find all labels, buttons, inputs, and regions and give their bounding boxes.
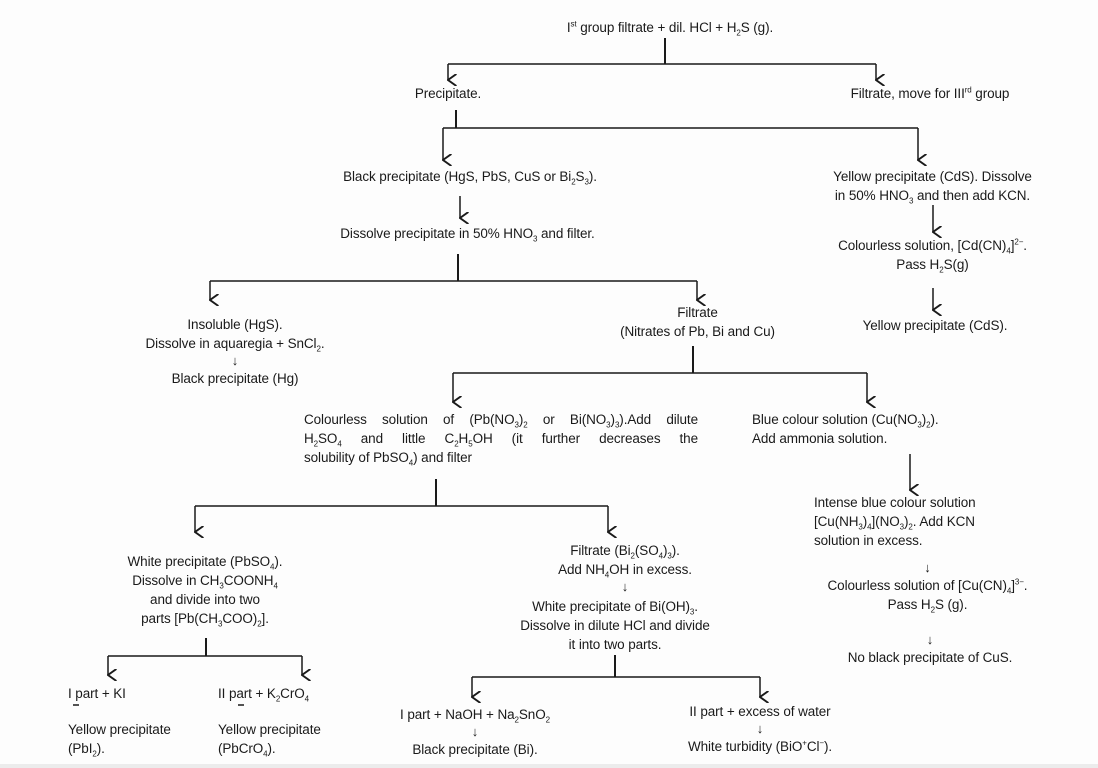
node-filtrate-nitrates: Filtrate (Nitrates of Pb, Bi and Cu) (590, 303, 805, 341)
node-blue-cu-line2: Add ammonia solution. (752, 431, 888, 446)
node-pb-part1-result-line2: (PbI2). (68, 741, 105, 759)
node-white-bioh3-line2: Dissolve in dilute HCl and divide (520, 618, 710, 633)
node-colourless-pb-bi-line1: Colourless solution of (Pb(NO3)2 or Bi(N… (304, 412, 698, 430)
node-blue-cu-line1: Blue colour solution (Cu(NO3)2). (752, 412, 939, 430)
node-colourless-cu-line2: Pass H2S (g). (887, 597, 968, 615)
node-black-precipitate: Black precipitate (HgS, PbS, CuS or Bi2S… (300, 167, 640, 186)
node-colourless-pb-bi: Colourless solution of (Pb(NO3)2 or Bi(N… (304, 410, 698, 467)
page-bottom-edge (0, 764, 1098, 768)
node-intense-blue: Intense blue colour solution [Cu(NH3)4](… (814, 493, 1044, 550)
node-colourless-cd-line2: Pass H2S(g) (896, 257, 969, 275)
node-white-turbidity-text: White turbidity (BiO+Cl−). (687, 738, 833, 754)
node-no-black-cus: ↓ No black precipitate of CuS. (800, 632, 1060, 667)
arrow-down-icon: ↓ (756, 721, 764, 736)
node-colourless-pb-bi-line2: H2SO4 and little C2H5OH (it further decr… (304, 431, 699, 449)
node-intense-blue-line3: solution in excess. (814, 533, 923, 548)
node-filtrate-group3: Filtrate, move for IIIrd group (810, 84, 1050, 103)
node-insoluble-hgs-line2: Dissolve in aquaregia + SnCl2. (145, 336, 325, 354)
node-yellow-cds-line1: Yellow precipitate (CdS). Dissolve (833, 169, 1032, 184)
arrow-down-icon: ↓ (926, 632, 934, 647)
arrow-down-icon: ↓ (471, 724, 479, 739)
node-dissolve-hno3: Dissolve precipitate in 50% HNO3 and fil… (300, 224, 635, 243)
node-pb-part1-result: Yellow precipitate (PbI2). (68, 720, 171, 758)
node-black-hg-text: Black precipitate (Hg) (171, 371, 299, 386)
node-white-pbso4-line2: Dissolve in CH3COONH4 (132, 573, 278, 591)
node-white-bioh3-line1: White precipitate of Bi(OH)3. (532, 599, 698, 617)
node-bi-part1-text: I part + NaOH + Na2SnO2 (400, 707, 550, 725)
node-blue-cu: Blue colour solution (Cu(NO3)2). Add amm… (752, 410, 1012, 448)
node-filtrate-nitrates-line2: (Nitrates of Pb, Bi and Cu) (620, 324, 775, 339)
node-yellow-cds-final: Yellow precipitate (CdS). (820, 316, 1050, 335)
node-start: Ist group filtrate + dil. HCl + H2S (g). (560, 18, 780, 37)
node-white-pbso4-line4: parts [Pb(CH3COO)2]. (141, 611, 269, 629)
node-filtrate-bi: Filtrate (Bi2(SO4)3). Add NH4OH in exces… (500, 541, 750, 595)
node-bi-part2-text: II part + excess of water (689, 704, 831, 719)
node-precipitate-text: Precipitate. (414, 86, 482, 101)
node-bi-part1: I part + NaOH + Na2SnO2 ↓ Black precipit… (370, 705, 580, 759)
node-black-precipitate-text: Black precipitate (HgS, PbS, CuS or Bi2S… (343, 169, 597, 187)
node-filtrate-bi-line2: Add NH4OH in excess. (558, 562, 692, 580)
node-pb-part2-result-line2: (PbCrO4). (218, 741, 276, 759)
node-start-text: Ist group filtrate + dil. HCl + H2S (g). (566, 19, 774, 38)
node-insoluble-hgs: Insoluble (HgS). Dissolve in aquaregia +… (105, 315, 365, 388)
node-bi-part2: II part + excess of water ↓ White turbid… (660, 702, 860, 756)
node-white-pbso4-line1: White precipitate (PbSO4). (127, 554, 283, 572)
node-pb-part2-result-line1: Yellow precipitate (218, 722, 321, 737)
node-no-black-cus-text: No black precipitate of CuS. (847, 650, 1013, 665)
node-insoluble-hgs-line1: Insoluble (HgS). (187, 317, 283, 332)
arrow-down-icon: ↓ (231, 353, 239, 368)
node-yellow-cds: Yellow precipitate (CdS). Dissolve in 50… (800, 167, 1065, 205)
node-colourless-cu-line1: Colourless solution of [Cu(CN)4]3−. (827, 577, 1028, 596)
node-precipitate: Precipitate. (398, 84, 498, 103)
node-white-pbso4: White precipitate (PbSO4). Dissolve in C… (90, 552, 320, 628)
arrow-down-icon: ↓ (924, 560, 931, 575)
node-filtrate-group3-text: Filtrate, move for IIIrd group (850, 85, 1010, 101)
node-white-bioh3: White precipitate of Bi(OH)3. Dissolve i… (480, 597, 750, 654)
node-black-bi-text: Black precipitate (Bi). (412, 742, 538, 757)
node-yellow-cds-final-text: Yellow precipitate (CdS). (862, 318, 1008, 333)
node-white-pbso4-line3: and divide into two (150, 592, 260, 607)
node-colourless-cd-line1: Colourless solution, [Cd(CN)4]2−. (838, 237, 1027, 256)
node-pb-part1-result-line1: Yellow precipitate (68, 722, 171, 737)
node-pb-part1-text: I part + KI (68, 686, 126, 701)
node-intense-blue-line1: Intense blue colour solution (814, 495, 976, 510)
node-pb-part2: II part + K2CrO4 (218, 684, 309, 703)
node-intense-blue-line2: [Cu(NH3)4](NO3)2. Add KCN (814, 514, 975, 532)
arrow-down-icon: ↓ (621, 579, 629, 594)
node-yellow-cds-line2: in 50% HNO3 and then add KCN. (834, 188, 1031, 206)
node-filtrate-nitrates-line1: Filtrate (677, 305, 718, 320)
node-pb-part2-result: Yellow precipitate (PbCrO4). (218, 720, 321, 758)
node-colourless-cu: ↓ Colourless solution of [Cu(CN)4]3−. Pa… (785, 560, 1070, 614)
node-pb-part2-text: II part + K2CrO4 (218, 686, 309, 704)
node-white-bioh3-line3: it into two parts. (568, 637, 662, 652)
node-pb-part1: I part + KI (68, 684, 126, 703)
node-colourless-pb-bi-line3: solubility of PbSO4) and filter (304, 450, 472, 468)
node-dissolve-hno3-text: Dissolve precipitate in 50% HNO3 and fil… (340, 226, 595, 244)
node-filtrate-bi-line1: Filtrate (Bi2(SO4)3). (570, 543, 680, 561)
node-colourless-cd: Colourless solution, [Cd(CN)4]2−. Pass H… (800, 236, 1065, 274)
